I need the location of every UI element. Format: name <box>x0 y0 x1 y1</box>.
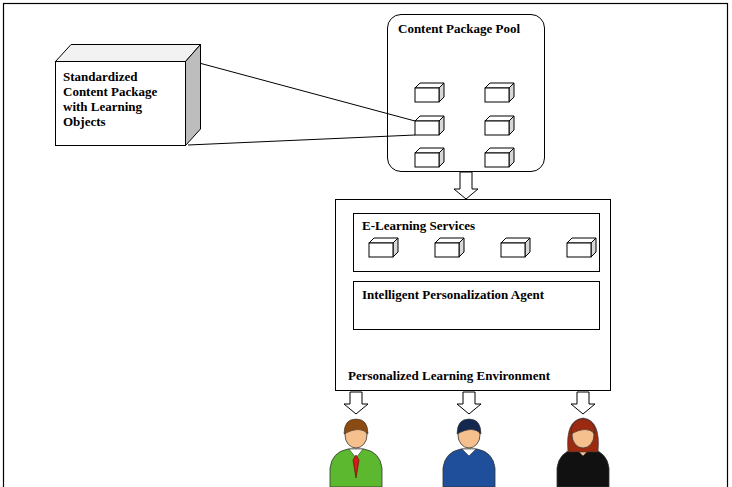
node-label: Content Package Pool <box>388 15 544 42</box>
learner-icon <box>330 419 382 487</box>
package-cube <box>435 238 464 257</box>
node-label: Intelligent Personalization Agent <box>354 282 599 307</box>
package-cube <box>485 148 514 167</box>
environment-box: Personalized Learning Environment E-Learn… <box>335 199 611 391</box>
package-cube <box>369 238 398 257</box>
package-cube <box>485 83 514 102</box>
outer-frame <box>4 4 728 487</box>
node-label: Standardized Content Package with Learni… <box>55 61 185 137</box>
hollow-arrow <box>457 392 481 414</box>
package-cube <box>415 83 444 102</box>
pool-box: Content Package Pool <box>387 14 545 172</box>
hollow-arrow <box>571 392 595 414</box>
package-cube <box>415 116 444 135</box>
hollow-arrow <box>344 392 368 414</box>
learner-icon <box>557 418 609 487</box>
node-label: Personalized Learning Environment <box>348 368 550 383</box>
package-cube <box>485 116 514 135</box>
leader-line <box>188 135 415 145</box>
learner-icon <box>443 419 495 487</box>
leader-line <box>188 60 415 121</box>
hollow-arrow <box>454 172 478 199</box>
package-box: Standardized Content Package with Learni… <box>55 44 201 146</box>
package-cube <box>501 238 530 257</box>
node-label: E-Learning Services <box>354 214 599 237</box>
component-box: E-Learning Services <box>353 213 600 272</box>
package-cube <box>415 148 444 167</box>
component-box: Intelligent Personalization Agent <box>353 281 600 330</box>
package-cube <box>567 238 596 257</box>
